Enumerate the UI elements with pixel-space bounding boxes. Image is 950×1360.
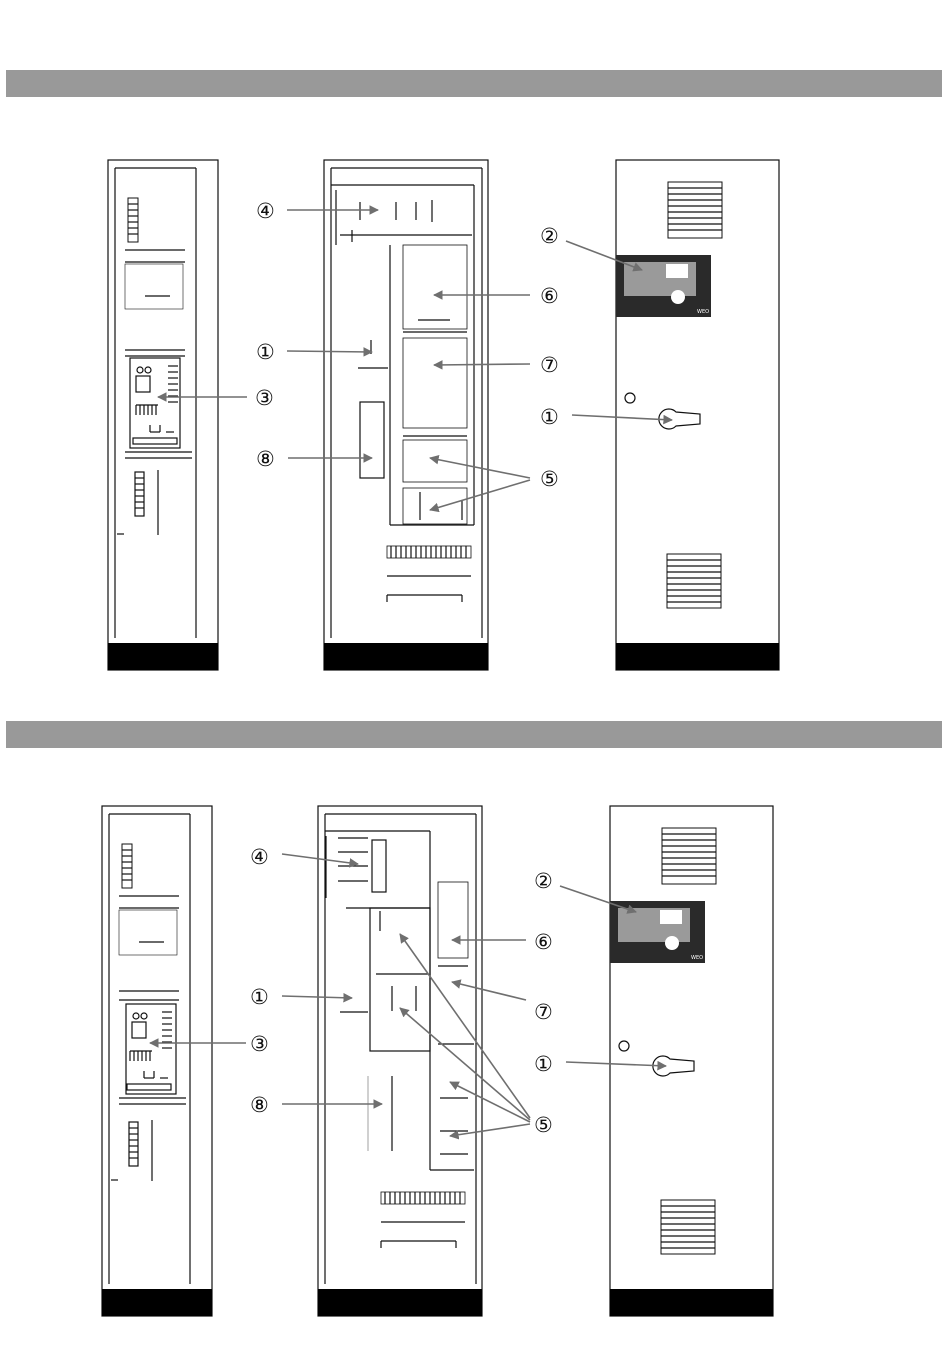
section-band-bottom — [6, 721, 942, 748]
callout-1-inner-label: ① — [256, 340, 275, 364]
callout-7-label: ⑦ — [540, 353, 559, 377]
cabinet-side-view — [102, 806, 212, 1316]
cabinet-open-view — [324, 160, 488, 670]
callout-6-label: ⑥ — [540, 284, 559, 308]
callout-arrows — [158, 210, 672, 510]
plinth-side — [102, 1289, 212, 1316]
panel-brand-text: WEO — [691, 955, 703, 961]
cabinet-open-view — [318, 806, 482, 1316]
cabinet-front-view — [616, 160, 779, 670]
callout-1-inner-label: ① — [250, 985, 269, 1009]
callout-5-label: ⑤ — [540, 467, 559, 491]
callout-1-door-label: ① — [540, 405, 559, 429]
plinth-front — [616, 643, 779, 670]
control-panel: WEO — [610, 901, 705, 963]
plinth-side — [108, 643, 218, 670]
control-panel: WEO — [616, 255, 711, 317]
plinth-open — [318, 1289, 482, 1316]
callout-3-label: ③ — [250, 1032, 269, 1056]
callout-2-label: ② — [534, 869, 553, 893]
panel-brand-text: WEO — [697, 309, 709, 315]
callout-7-label: ⑦ — [534, 1000, 553, 1024]
callout-2-label: ② — [540, 224, 559, 248]
cabinet-side-view — [108, 160, 218, 670]
plinth-open — [324, 643, 488, 670]
callout-3-label: ③ — [255, 386, 274, 410]
callout-arrows — [150, 854, 666, 1136]
callout-5-label: ⑤ — [534, 1113, 553, 1137]
callout-labels: ④ ① ③ ⑧ ② ⑥ ⑦ ① ⑤ — [255, 199, 559, 491]
callout-labels: ④ ① ③ ⑧ ② ⑥ ⑦ ① ⑤ — [250, 845, 553, 1137]
cabinet-diagram-2: WEO ④ ① ③ ⑧ ② ⑥ ⑦ ① ⑤ — [0, 786, 950, 1326]
callout-1-door-label: ① — [534, 1052, 553, 1076]
callout-8-label: ⑧ — [256, 447, 275, 471]
cabinet-diagram-1: WEO ④ ① ③ ⑧ ② ⑥ ⑦ ① ⑤ — [0, 140, 950, 680]
callout-8-label: ⑧ — [250, 1093, 269, 1117]
callout-4-label: ④ — [250, 845, 269, 869]
callout-4-label: ④ — [256, 199, 275, 223]
callout-6-label: ⑥ — [534, 930, 553, 954]
section-band-top — [6, 70, 942, 97]
plinth-front — [610, 1289, 773, 1316]
cabinet-front-view — [610, 806, 773, 1316]
